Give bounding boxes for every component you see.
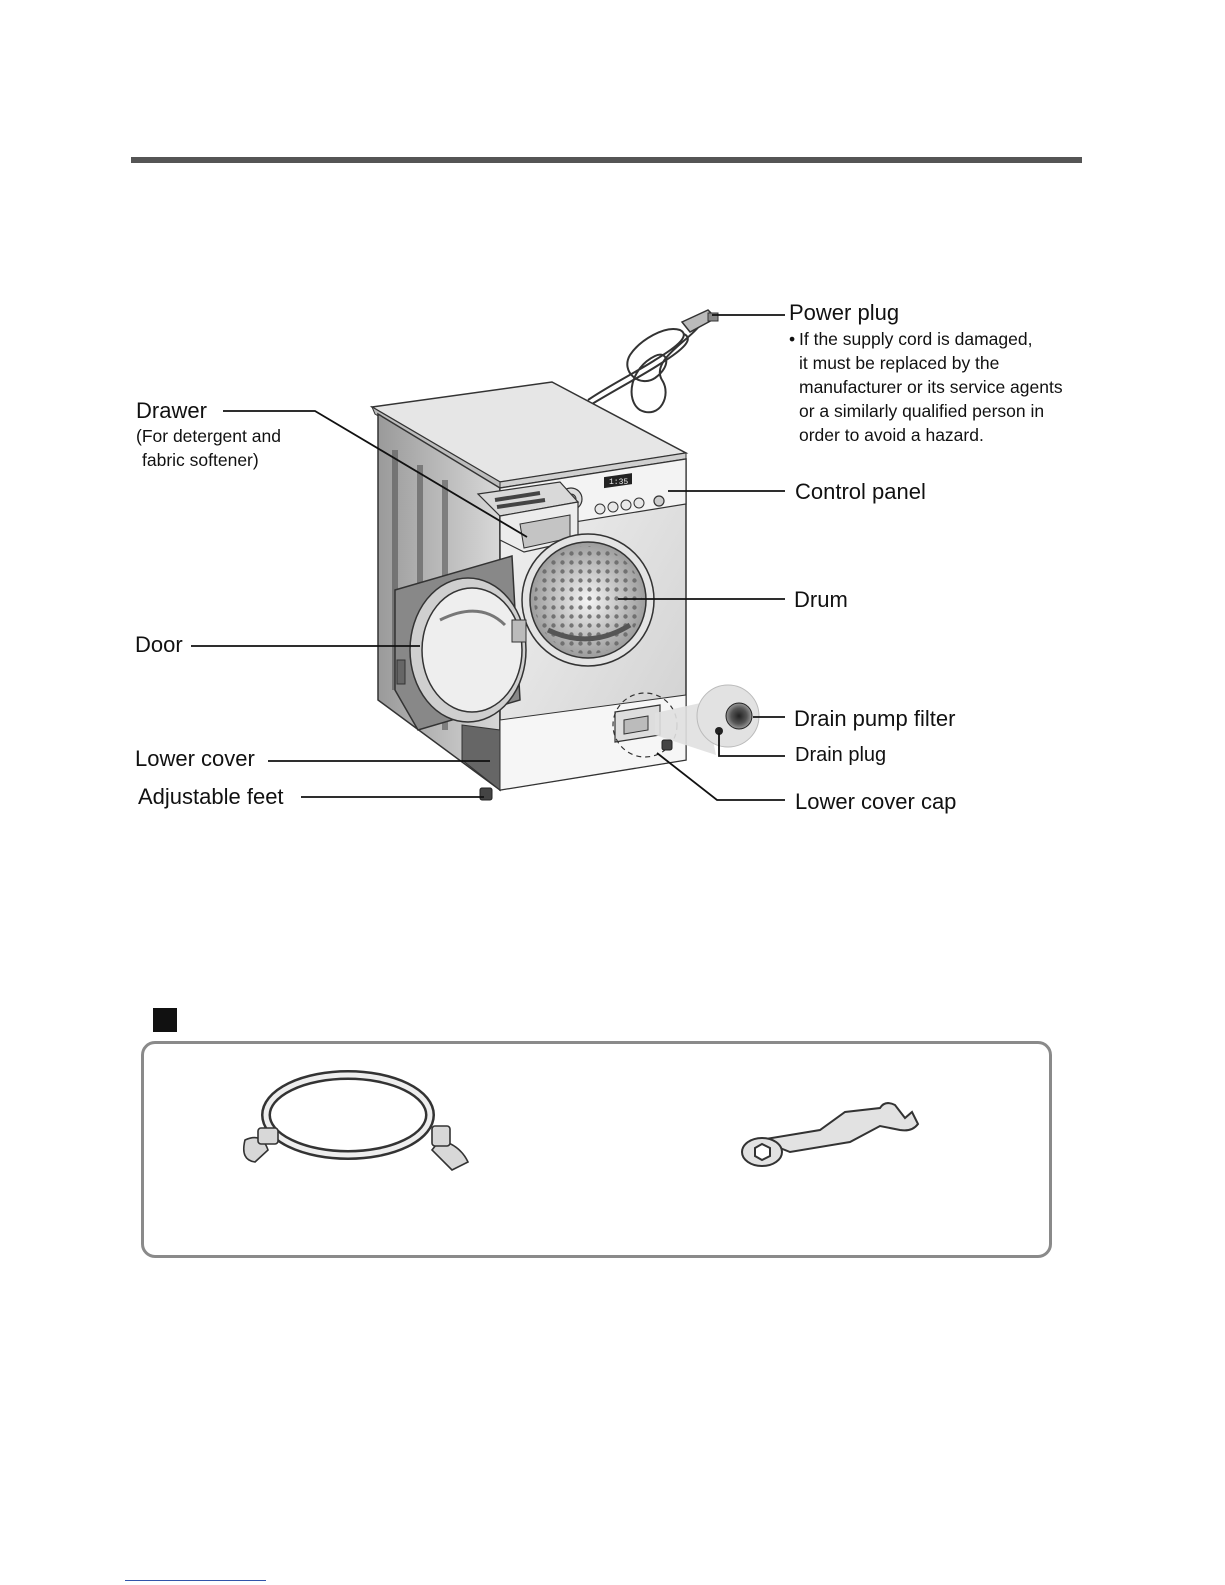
note-bullet: •: [789, 329, 796, 349]
inlet-hose-icon: [242, 1070, 470, 1171]
header-rule: [131, 157, 1082, 163]
label-drum: Drum: [794, 587, 848, 612]
accessories-box: [141, 1041, 1052, 1258]
panel-button: [594, 503, 606, 515]
label-door: Door: [135, 632, 183, 657]
label-drawer-sub-2: fabric softener): [142, 450, 259, 470]
label-lower-cover-cap: Lower cover cap: [795, 789, 957, 814]
spanner-icon: [741, 1102, 920, 1167]
label-lower-cover: Lower cover: [135, 746, 255, 771]
door: [394, 555, 527, 731]
drum: [521, 533, 655, 667]
note-line: it must be replaced by the: [799, 353, 1000, 373]
drain-plug: [715, 727, 723, 735]
label-drawer-sub-1: (For detergent and: [136, 426, 281, 446]
note-line: or a similarly qualified person in: [799, 401, 1045, 421]
label-power-plug: Power plug: [789, 300, 900, 325]
power-plug-note: •If the supply cord is damaged, it must …: [789, 327, 1063, 447]
note-line: manufacturer or its service agents: [799, 377, 1063, 397]
label-drain-pump-filter: Drain pump filter: [794, 706, 956, 731]
drain-pump-filter: [725, 702, 753, 730]
label-adjustable-feet: Adjustable feet: [138, 784, 284, 809]
footer-underline: [125, 1580, 266, 1581]
label-drain-plug: Drain plug: [795, 744, 887, 766]
panel-button: [633, 497, 645, 509]
label-drawer: Drawer: [136, 398, 207, 423]
power-button: [653, 495, 665, 507]
leader-lines: [191, 314, 785, 801]
panel-button: [620, 499, 632, 511]
note-line: If the supply cord is damaged,: [799, 329, 1033, 349]
panel-button: [607, 501, 619, 513]
note-line: order to avoid a hazard.: [799, 425, 984, 445]
section-marker: [153, 1008, 177, 1032]
display-readout: 1:35: [609, 478, 628, 487]
display-screen: [604, 473, 632, 489]
plug-icon: [680, 309, 719, 333]
label-control-panel: Control panel: [795, 479, 926, 504]
power-cord: [587, 324, 701, 414]
detergent-drawer: [476, 481, 580, 553]
